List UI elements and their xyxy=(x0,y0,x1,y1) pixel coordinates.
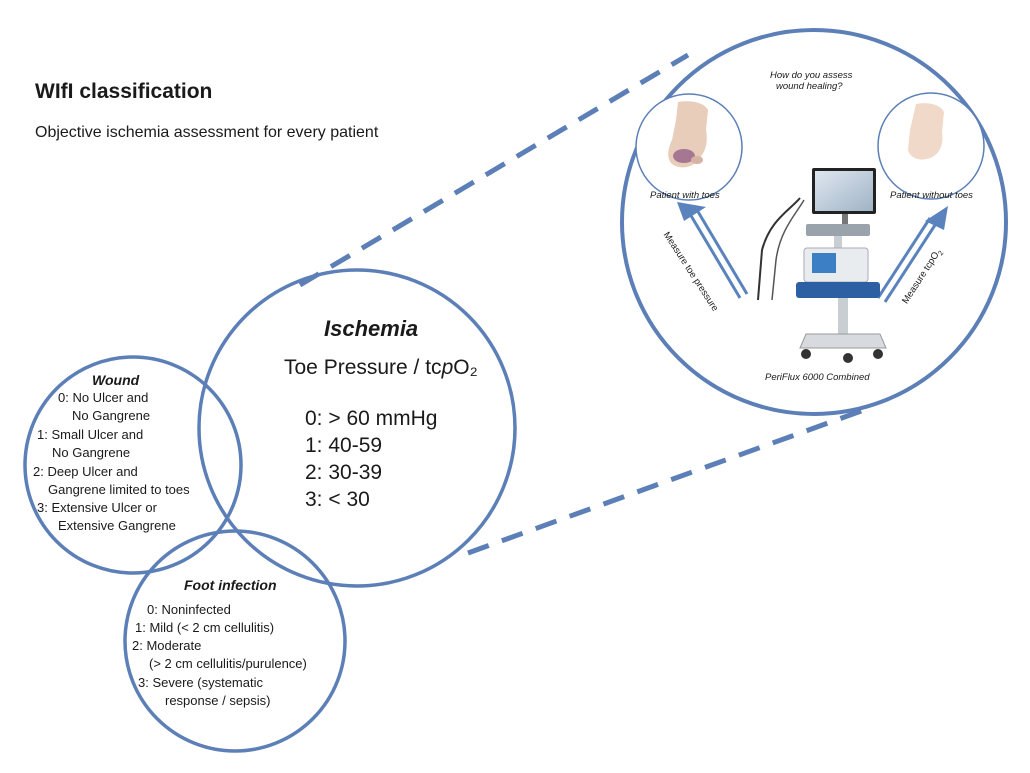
zoom-connector-bottom xyxy=(467,407,865,556)
foot-infection-circle xyxy=(123,529,347,753)
wound-line-1: No Gangrene xyxy=(72,408,151,423)
wound-line-6: 3: Extensive Ulcer or xyxy=(37,500,157,515)
ischemia-title: Ischemia xyxy=(324,316,419,341)
ischemia-grade-0: 0: > 60 mmHg xyxy=(305,407,438,430)
wound-line-7: Extensive Gangrene xyxy=(58,518,176,533)
wound-line-3: No Gangrene xyxy=(52,445,131,460)
device-caption: PeriFlux 6000 Combined xyxy=(765,372,870,383)
foot-line-2: 2: Moderate xyxy=(132,638,202,653)
periflux-device-icon xyxy=(757,168,887,363)
wound-title: Wound xyxy=(92,372,140,388)
zoom-connector-top xyxy=(298,52,690,288)
right-foot-caption: Patient without toes xyxy=(890,190,973,201)
wound-line-0: 0: No Ulcer and xyxy=(58,390,149,405)
ischemia-measure: Toe Pressure / tcpO₂ xyxy=(284,356,478,379)
panel-question-line-2: wound healing? xyxy=(776,81,843,92)
page-title: WIfI classification xyxy=(35,80,213,103)
panel-question-line-1: How do you assess xyxy=(770,70,853,81)
ischemia-grade-3: 3: < 30 xyxy=(305,488,370,511)
foot-line-1: 1: Mild (< 2 cm cellulitis) xyxy=(135,620,275,635)
ischemia-grade-2: 2: 30-39 xyxy=(305,461,383,484)
page-subtitle: Objective ischemia assessment for every … xyxy=(35,124,379,141)
left-foot-caption: Patient with toes xyxy=(650,190,720,201)
foot-infection-title: Foot infection xyxy=(184,577,277,593)
wound-line-5: Gangrene limited to toes xyxy=(48,482,190,497)
right-arrow-icon xyxy=(876,206,948,303)
foot-without-toes-icon xyxy=(908,103,944,160)
wound-circle xyxy=(23,355,243,575)
wound-line-2: 1: Small Ulcer and xyxy=(37,427,144,442)
ischemia-grade-1: 1: 40-59 xyxy=(305,434,383,457)
foot-line-0: 0: Noninfected xyxy=(147,602,231,617)
ischemia-circle xyxy=(197,268,517,588)
device-panel-circle xyxy=(620,28,1008,416)
foot-line-3: (> 2 cm cellulitis/purulence) xyxy=(149,656,307,671)
foot-line-5: response / sepsis) xyxy=(165,693,271,708)
wound-line-4: 2: Deep Ulcer and xyxy=(33,464,138,479)
left-arrow-icon xyxy=(677,202,749,299)
foot-line-4: 3: Severe (systematic xyxy=(138,675,263,690)
foot-with-toes-icon xyxy=(668,101,708,168)
